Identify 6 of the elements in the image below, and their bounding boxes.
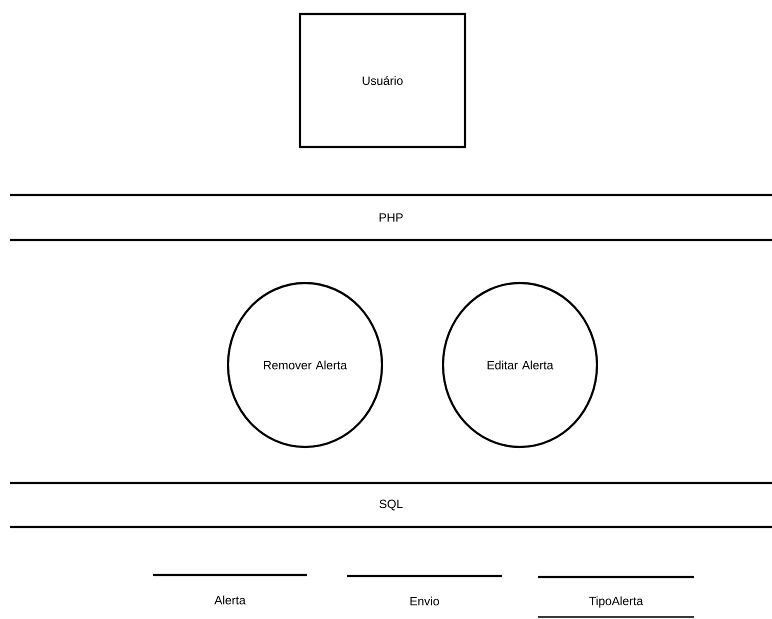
data-store: Alerta: [153, 574, 307, 604]
data-store: TipoAlerta: [538, 576, 694, 618]
process-box: Usuário: [298, 12, 466, 148]
layer-band: PHP: [10, 194, 772, 242]
data-store: Envio: [347, 574, 502, 606]
layer-band: SQL: [10, 482, 772, 528]
